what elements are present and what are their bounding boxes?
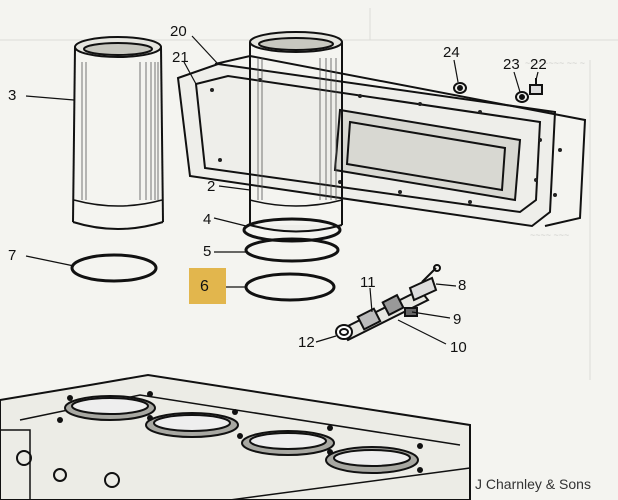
ring-7 — [70, 253, 158, 283]
label-part-24: 24 — [443, 44, 460, 61]
label-part-21: 21 — [172, 49, 189, 66]
label-part-3: 3 — [8, 87, 17, 104]
label-part-6[interactable]: 6 — [200, 278, 209, 295]
drain-tap-assembly — [335, 264, 441, 342]
washer-24 — [453, 82, 467, 94]
bolt-22 — [529, 84, 543, 95]
ghost-text-1: ~~~ ~~~~ ~~ ~ — [525, 58, 586, 68]
label-part-2: 2 — [207, 178, 216, 195]
block-stud-holes — [16, 391, 423, 488]
cylinder-liner-3 — [72, 36, 164, 230]
fasteners-22-23-24 — [453, 78, 543, 103]
label-part-8: 8 — [458, 277, 467, 294]
label-part-4: 4 — [203, 211, 212, 228]
cylinder-liner-2 — [249, 31, 343, 233]
label-part-23: 23 — [503, 56, 520, 73]
leader-lines — [25, 35, 539, 345]
side-cover-plates-20-21 — [176, 54, 587, 228]
ring-4 — [242, 217, 342, 243]
cylinder-liner-2-shading — [257, 58, 337, 200]
label-part-5: 5 — [203, 243, 212, 260]
label-part-12: 12 — [298, 334, 315, 351]
label-part-22: 22 — [530, 56, 547, 73]
ghost-text-2: ~~~~ ~~~ — [530, 230, 570, 240]
label-part-20: 20 — [170, 23, 187, 40]
credit-text: J Charnley & Sons — [472, 476, 594, 492]
highlight-part-6[interactable] — [189, 268, 226, 304]
cylinder-liner-3-shading — [81, 62, 159, 200]
label-part-9: 9 — [453, 311, 462, 328]
sealing-rings — [70, 217, 342, 302]
label-part-7: 7 — [8, 247, 17, 264]
washer-23 — [515, 91, 529, 103]
label-part-11: 11 — [360, 274, 376, 291]
engine-block — [0, 373, 471, 500]
label-part-10: 10 — [450, 339, 467, 356]
ring-5 — [244, 237, 340, 263]
ring-6 — [244, 272, 336, 302]
